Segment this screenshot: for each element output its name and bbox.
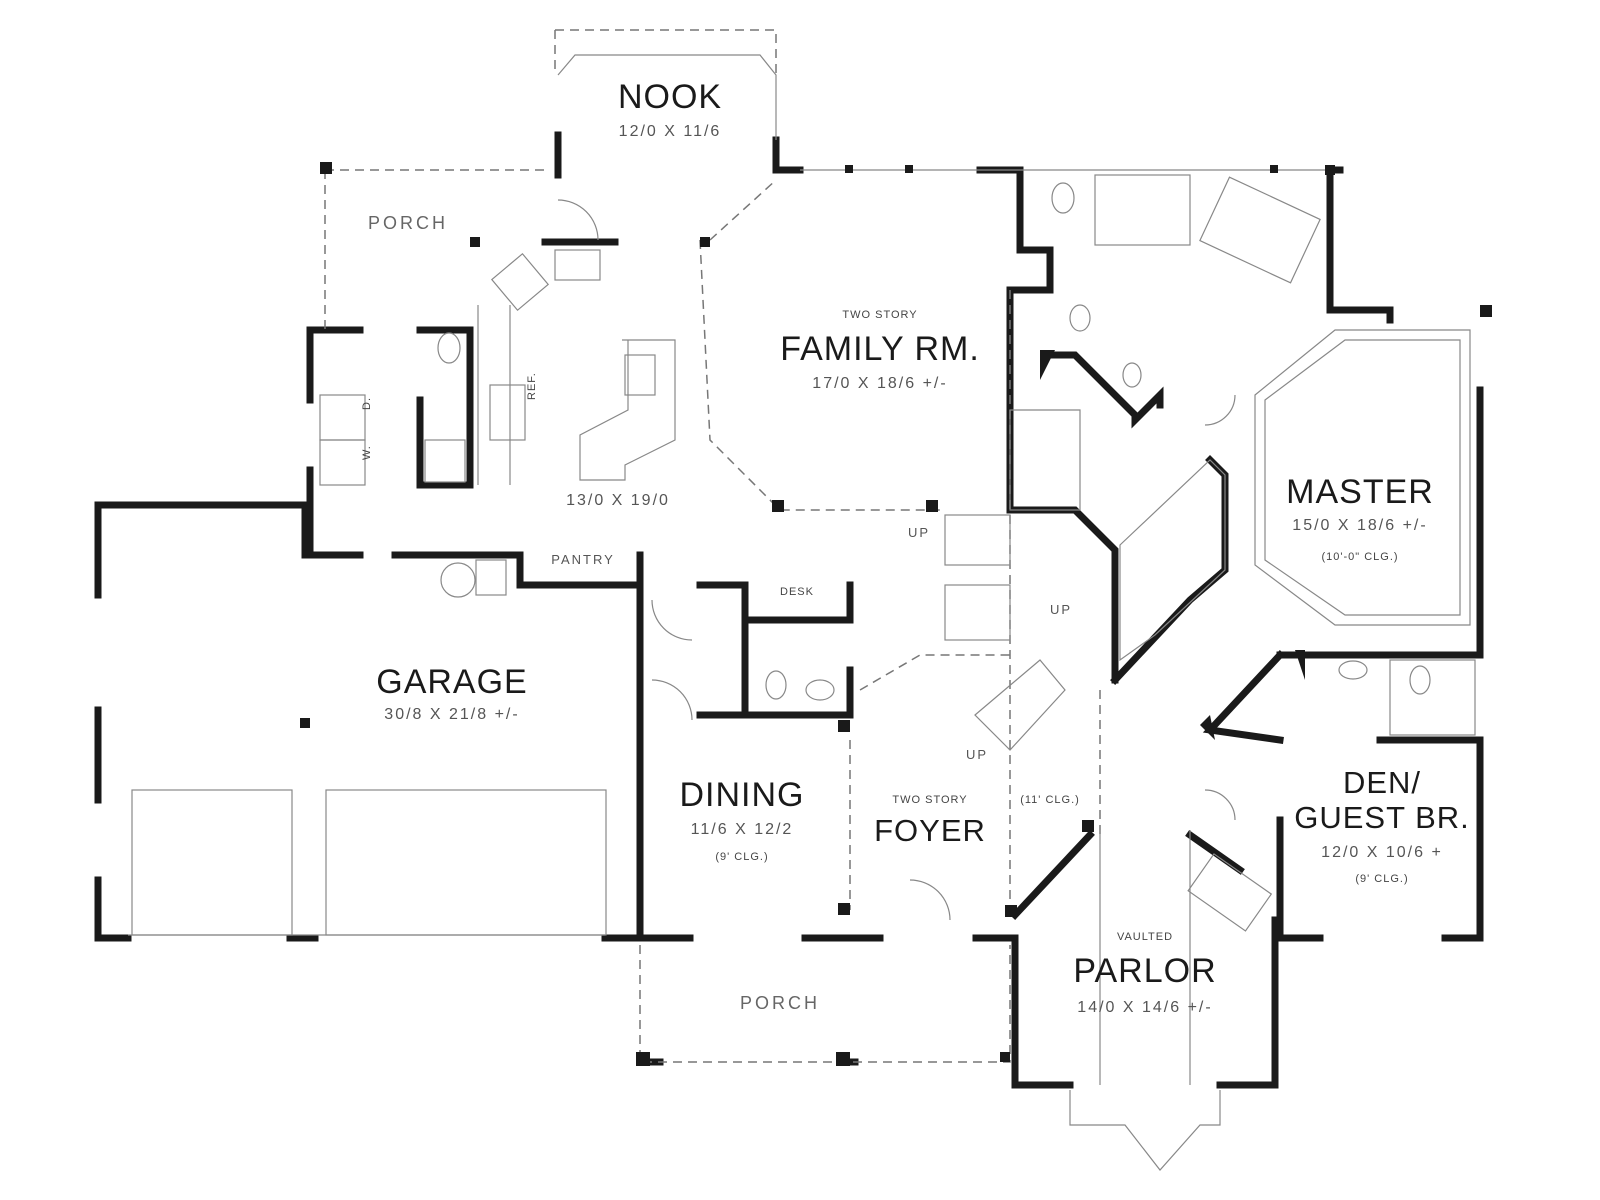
family-name: FAMILY RM. <box>780 330 980 368</box>
den-name-line2: GUEST BR. <box>1294 800 1470 835</box>
den-dims: 12/0 X 10/6 + <box>1321 844 1443 861</box>
dryer-label: D. <box>361 397 373 410</box>
stairs-up-1: UP <box>908 525 931 540</box>
dining-dims: 11/6 X 12/2 <box>690 821 794 838</box>
nook-dims: 12/0 X 11/6 <box>618 123 722 140</box>
back-porch-name: PORCH <box>367 213 449 233</box>
pantry-label: PANTRY <box>551 552 615 567</box>
kitchen-dims: 13/0 X 19/0 <box>566 492 670 509</box>
front-porch-name: PORCH <box>739 993 821 1013</box>
master-ceiling: (10'-0" CLG.) <box>1321 551 1399 563</box>
ref-label: REF. <box>526 372 538 400</box>
foyer-note: TWO STORY <box>892 794 968 806</box>
stairs-up-3: UP <box>966 747 989 762</box>
parlor-name: PARLOR <box>1073 952 1217 990</box>
master-name: MASTER <box>1286 473 1434 511</box>
garage-name: GARAGE <box>376 663 528 701</box>
family-dims: 17/0 X 18/6 +/- <box>812 375 948 392</box>
desk-label: DESK <box>780 586 814 598</box>
stairs-up-2: UP <box>1050 602 1073 617</box>
den-name-line1: DEN/ <box>1342 765 1422 800</box>
family-note: TWO STORY <box>842 309 918 321</box>
parlor-dims: 14/0 X 14/6 +/- <box>1077 999 1213 1016</box>
parlor-note: VAULTED <box>1116 931 1174 943</box>
nook-name: NOOK <box>617 78 723 116</box>
garage-dims: 30/8 X 21/8 +/- <box>384 706 520 723</box>
foyer-name: FOYER <box>874 813 986 848</box>
dining-name: DINING <box>679 776 805 814</box>
den-ceiling: (9' CLG.) <box>1355 873 1409 885</box>
dining-ceiling: (9' CLG.) <box>715 851 769 863</box>
washer-label: W. <box>361 445 373 460</box>
hall-ceiling: (11' CLG.) <box>1020 794 1080 806</box>
master-dims: 15/0 X 18/6 +/- <box>1292 517 1428 534</box>
